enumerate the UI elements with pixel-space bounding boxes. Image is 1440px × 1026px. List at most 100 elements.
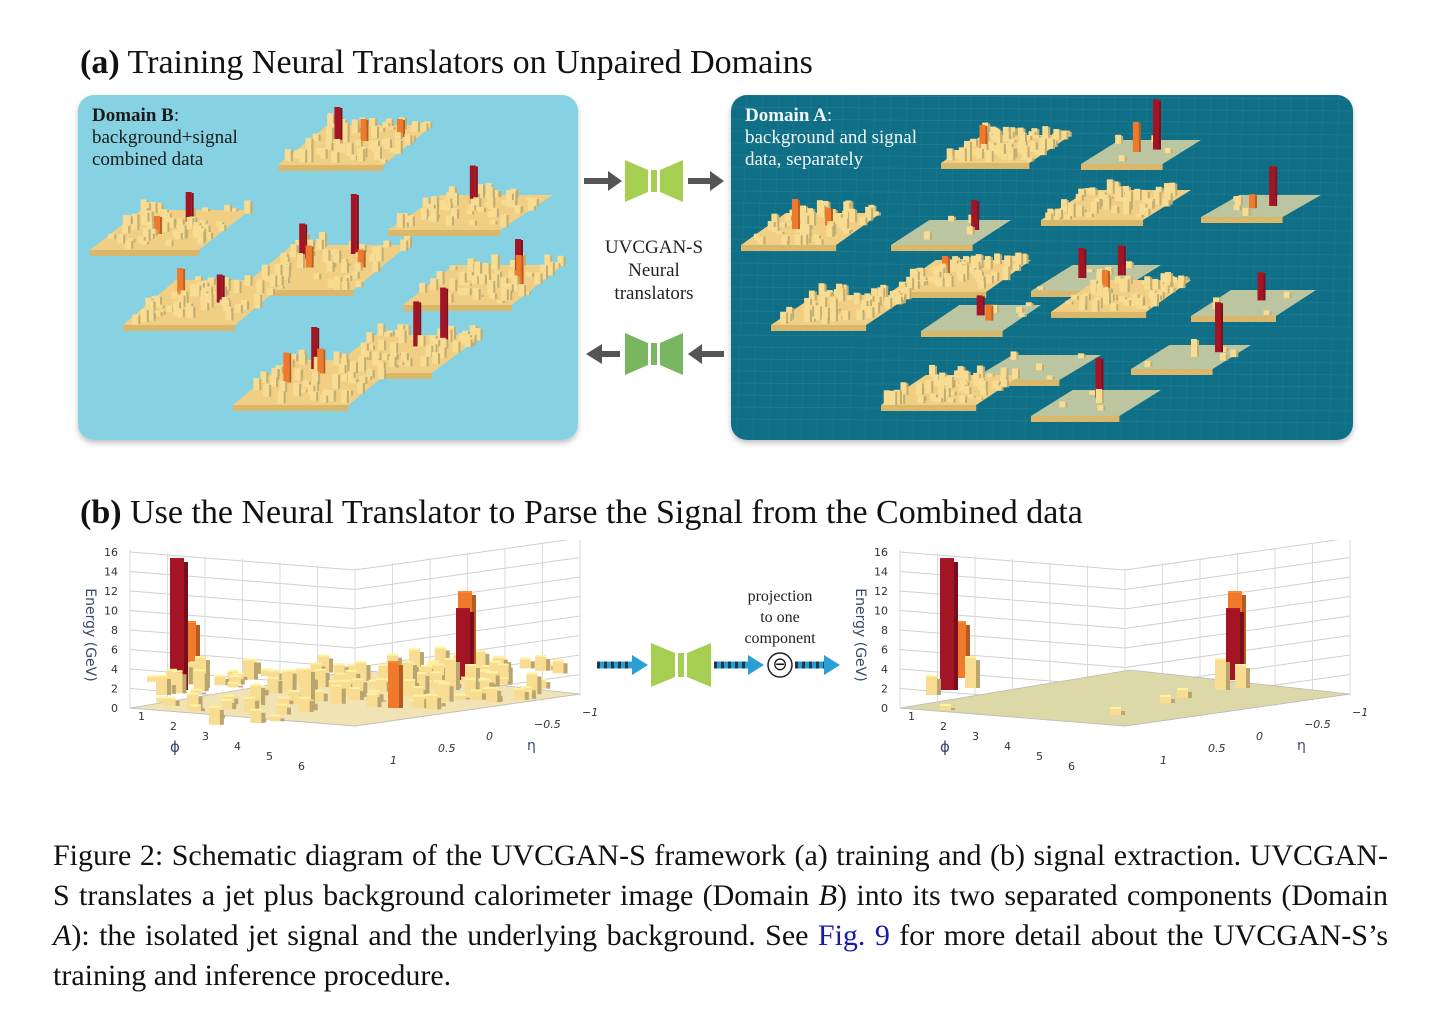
energy-bar [1160, 695, 1175, 703]
y-tick-label: 6 [881, 644, 888, 657]
section-b-title: Use the Neural Translator to Parse the S… [130, 494, 1083, 531]
energy-bar [281, 669, 297, 692]
lego-tile [278, 107, 433, 171]
y-tick-label: 14 [874, 566, 888, 579]
y-tick-label: 14 [104, 566, 118, 579]
energy-bar [465, 664, 480, 688]
energy-bar [552, 659, 568, 674]
phi-tick-label: 5 [1036, 750, 1043, 763]
lego-tile [1201, 166, 1321, 223]
y-tick-label: 2 [881, 683, 888, 696]
y-tick-label: 4 [881, 663, 888, 676]
network-output-arrow [714, 655, 764, 675]
energy-bar [244, 696, 260, 713]
y-axis-title: Energy (GeV) [82, 588, 98, 681]
y-tick-label: 16 [104, 546, 118, 559]
energy-bar [214, 674, 230, 686]
eta-tick-label: −0.5 [1304, 718, 1331, 731]
projection-operator-icon [767, 652, 793, 678]
phi-tick-label: 6 [298, 760, 305, 773]
y-tick-label: 12 [104, 585, 118, 598]
domain-a-panel: Domain A: background and signal data, se… [731, 95, 1353, 440]
energy-bar [940, 558, 958, 690]
eta-tick-label: 0.5 [1208, 742, 1226, 755]
domain-a-colon: : [826, 105, 833, 126]
projection-line-2: to one [760, 609, 800, 626]
domain-b-calorimeter-images [78, 95, 578, 440]
backward-arrow-right [688, 344, 724, 364]
energy-bar [926, 675, 941, 695]
phi-axis-label: ϕ [170, 738, 180, 756]
translator-line-1: UVCGAN-S [604, 237, 704, 258]
eta-tick-label: −1 [582, 706, 598, 719]
backward-network-icon [625, 333, 683, 375]
y-tick-label: 8 [881, 624, 888, 637]
lego-tile [921, 295, 1041, 337]
eta-tick-label: 0 [486, 730, 493, 743]
section-b-label: (b) [80, 494, 122, 531]
phi-axis-label: ϕ [940, 738, 950, 756]
domain-b-desc-2: combined data [92, 149, 204, 170]
phi-tick-label: 3 [202, 730, 209, 743]
energy-bar [535, 654, 551, 671]
eta-tick-label: 1 [1160, 754, 1167, 767]
energy-bar [227, 681, 243, 688]
projection-operator-symbol: ⊖ [772, 654, 788, 675]
lego-tile [403, 239, 566, 311]
eta-tick-label: −0.5 [534, 718, 561, 731]
domain-b-panel: Domain B: background+signal combined dat… [78, 95, 578, 440]
energy-bar [348, 687, 364, 700]
energy-bar [300, 668, 315, 710]
lego-tile [1041, 179, 1191, 226]
energy-bar [1110, 707, 1125, 715]
section-a-label: (a) [80, 44, 120, 81]
caption-var-a: A [53, 919, 72, 952]
translator-label: UVCGAN-S Neural translators [584, 236, 724, 305]
phi-tick-label: 5 [266, 750, 273, 763]
energy-bar [366, 693, 382, 708]
caption-part-3: ): the isolated jet signal and the under… [71, 919, 818, 952]
section-a-heading: (a) Training Neural Translators on Unpai… [80, 44, 813, 82]
y-tick-label: 16 [874, 546, 888, 559]
forward-arrow-right [688, 171, 724, 191]
y-tick-label: 8 [111, 624, 118, 637]
lego-tile [941, 122, 1072, 169]
phi-tick-label: 1 [908, 710, 915, 723]
lego-tile [771, 283, 912, 331]
lego-tile [1131, 302, 1251, 375]
caption-var-b: B [818, 879, 837, 912]
energy-bar [278, 696, 294, 705]
energy-bar [187, 692, 203, 710]
energy-bar [208, 705, 224, 725]
lego-tile [1031, 357, 1161, 422]
energy-bar [464, 677, 480, 697]
energy-bar [164, 696, 180, 706]
energy-bar [470, 689, 486, 700]
domain-a-calorimeter-images [731, 95, 1353, 440]
energy-bar [454, 693, 470, 700]
figure-9-link[interactable]: Fig. 9 [817, 919, 890, 952]
eta-axis-label: η [1297, 738, 1306, 754]
domain-b-title: Domain B [92, 105, 174, 126]
energy-bar [185, 621, 200, 678]
energy-bar [388, 661, 403, 708]
energy-bar [408, 648, 424, 669]
lego-tile [90, 192, 253, 256]
energy-bar [526, 672, 542, 695]
phi-tick-label: 4 [234, 740, 241, 753]
energy-bar [497, 663, 513, 684]
energy-bar [312, 689, 328, 702]
eta-tick-label: 1 [390, 754, 397, 767]
phi-tick-label: 1 [138, 710, 145, 723]
energy-bar [965, 656, 980, 688]
energy-bar [189, 704, 205, 712]
domain-b-desc-1: background+signal [92, 127, 238, 148]
energy-bar [1177, 688, 1192, 698]
y-tick-label: 0 [881, 702, 888, 715]
lego-tile [881, 364, 1021, 411]
section-b-heading: (b) Use the Neural Translator to Parse t… [80, 494, 1083, 532]
y-tick-label: 4 [111, 663, 118, 676]
backward-arrow-left [586, 344, 620, 364]
